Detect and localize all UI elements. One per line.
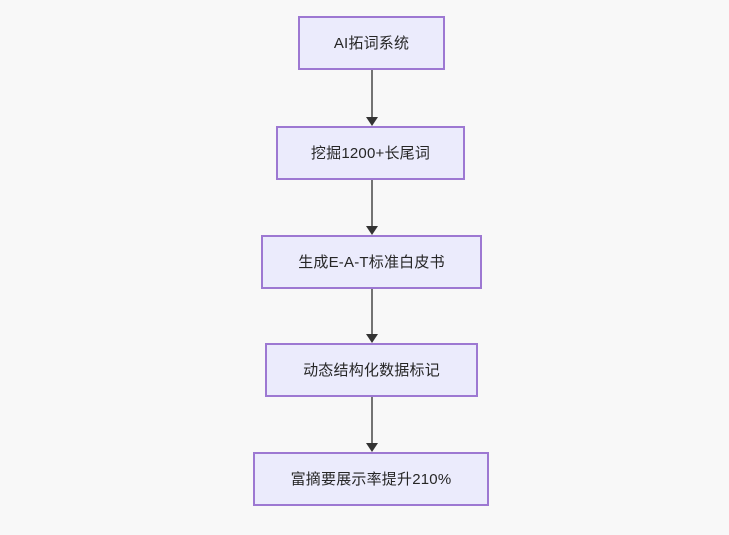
connector-shaft (371, 70, 373, 117)
flow-node-dynamic-structured-data-markup[interactable]: 动态结构化数据标记 (265, 343, 478, 397)
connector-shaft (371, 180, 373, 226)
connector-arrow-1 (366, 70, 378, 126)
flow-node-generate-eat-whitepaper[interactable]: 生成E-A-T标准白皮书 (261, 235, 482, 289)
connector-shaft (371, 397, 373, 443)
arrowhead-icon (366, 226, 378, 235)
flow-node-label: AI拓词系统 (333, 34, 410, 52)
connector-arrow-3 (366, 289, 378, 343)
connector-arrow-4 (366, 397, 378, 452)
flow-node-label: 挖掘1200+长尾词 (310, 144, 431, 162)
connector-shaft (371, 289, 373, 334)
flow-node-rich-snippet-impression-uplift[interactable]: 富摘要展示率提升210% (253, 452, 489, 506)
flow-node-mine-longtail-keywords[interactable]: 挖掘1200+长尾词 (276, 126, 465, 180)
flow-node-label: 生成E-A-T标准白皮书 (298, 253, 445, 271)
flow-node-label: 富摘要展示率提升210% (290, 470, 452, 488)
arrowhead-icon (366, 443, 378, 452)
flow-node-ai-keyword-system[interactable]: AI拓词系统 (298, 16, 445, 70)
arrowhead-icon (366, 334, 378, 343)
flow-node-label: 动态结构化数据标记 (303, 361, 440, 379)
connector-arrow-2 (366, 180, 378, 235)
arrowhead-icon (366, 117, 378, 126)
